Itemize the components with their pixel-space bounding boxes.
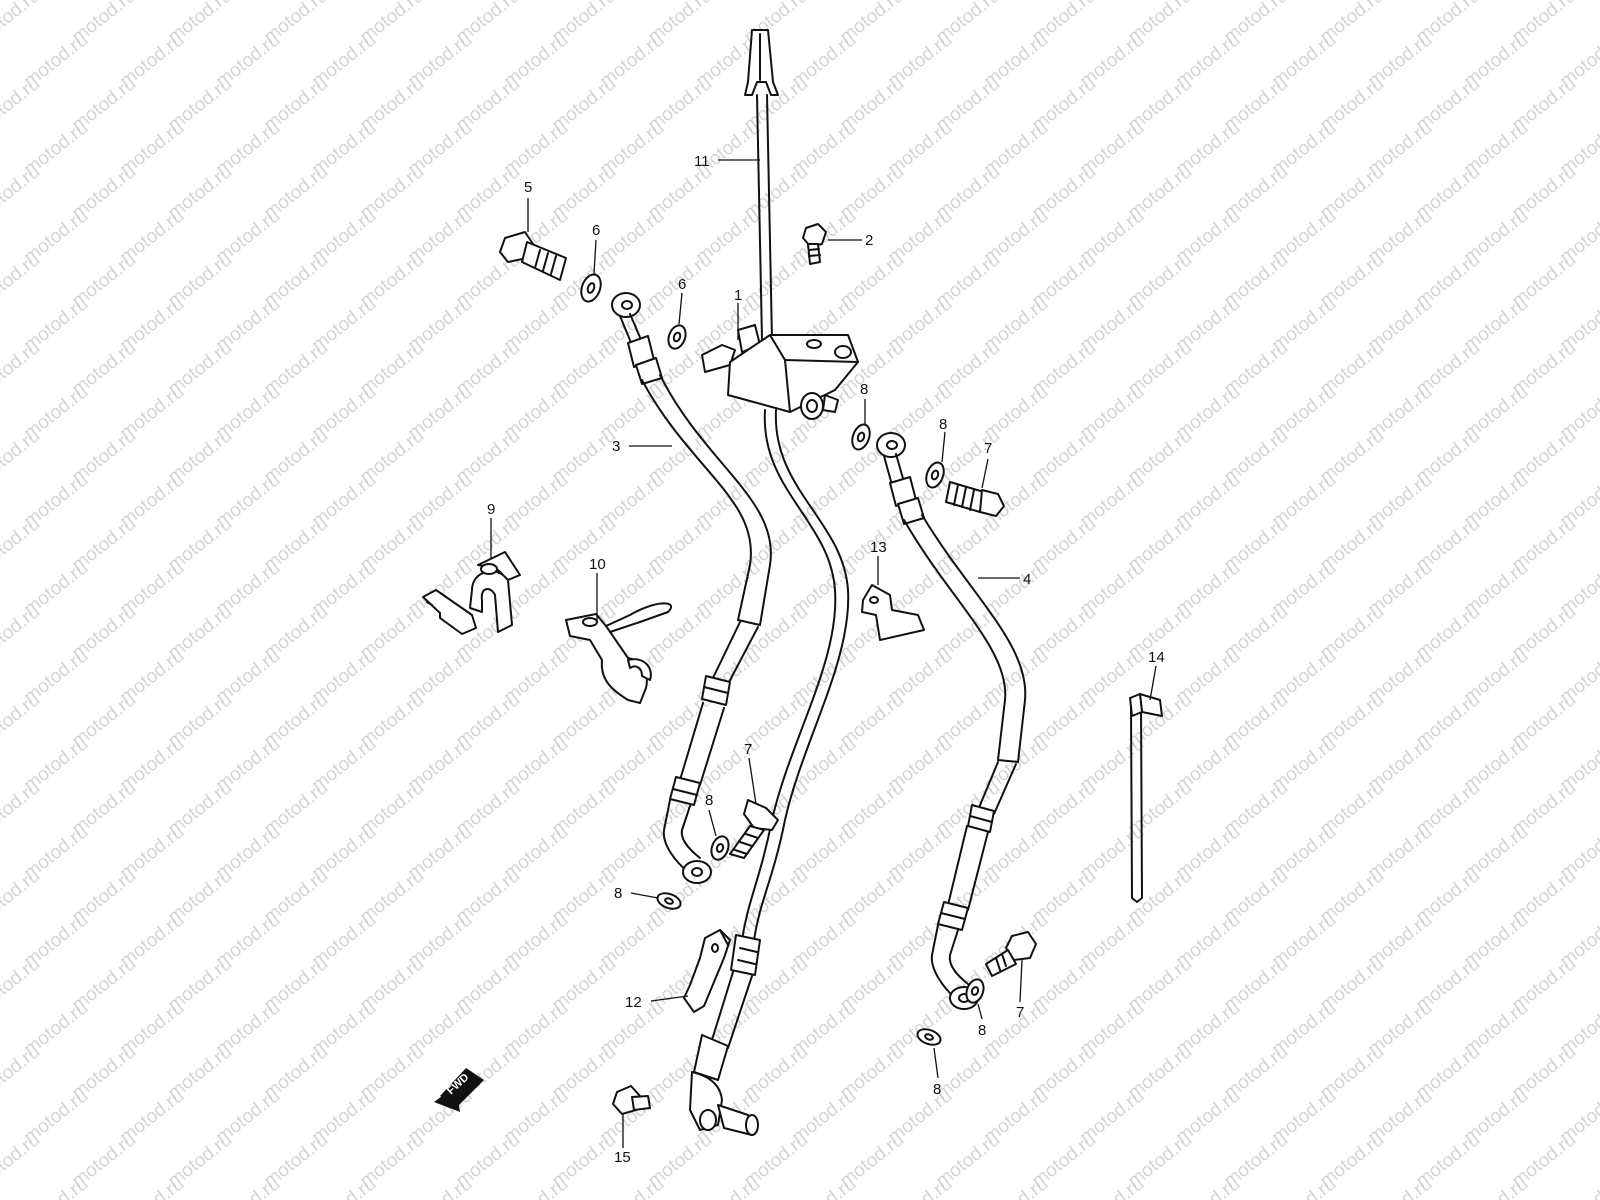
callout-8d: 8 (614, 885, 622, 902)
callout-9: 9 (487, 501, 495, 518)
callout-7c: 7 (1016, 1004, 1024, 1021)
washer-8-a (851, 423, 871, 451)
callout-6b: 6 (678, 276, 686, 293)
callout-1: 1 (734, 287, 742, 304)
watermark-text: motod.ru (0, 161, 44, 224)
leader-lines (490, 159, 1157, 1148)
watermark-text: motod.ru (788, 1173, 860, 1200)
bolt-7-a (945, 481, 1005, 517)
watermark-text: motod.ru (20, 1173, 92, 1200)
brake-hose-11 (689, 29, 850, 1136)
callout-8a: 8 (860, 381, 868, 398)
watermark-text: motod.ru (0, 0, 44, 48)
bolt-2 (802, 223, 827, 265)
callout-8b: 8 (939, 416, 947, 433)
cable-tie-14 (1129, 693, 1163, 903)
washer-8-e (965, 978, 985, 1004)
watermark-text: motod.ru (596, 1173, 668, 1200)
callout-15: 15 (614, 1149, 631, 1166)
washer-6-b (667, 324, 687, 350)
bolt-7-c (985, 931, 1037, 977)
watermark-text: motod.ru (1460, 1173, 1532, 1200)
watermark-text: motod.ru (1364, 1173, 1436, 1200)
washer-8-c (710, 835, 730, 861)
bracket-13 (861, 584, 925, 641)
watermark-text: motod.ru (0, 953, 44, 1016)
watermark-text: motod.ru (404, 1173, 476, 1200)
callout-13: 13 (870, 539, 887, 556)
bracket-12 (683, 929, 731, 1013)
callout-4: 4 (1023, 571, 1031, 588)
watermark-text: motod.ru (0, 689, 44, 752)
three-way-joint-1 (701, 324, 859, 420)
callout-6a: 6 (592, 222, 600, 239)
washer-8-d (656, 892, 682, 910)
watermark-text: motod.ru (308, 1173, 380, 1200)
watermark-text: motod.ru (0, 1041, 44, 1104)
callout-11: 11 (694, 153, 710, 170)
bolt-7-b (729, 799, 779, 859)
watermark-text: motod.ru (1268, 1173, 1340, 1200)
callout-3: 3 (612, 438, 620, 455)
washer-8-f (916, 1028, 942, 1046)
callout-labels: 5 6 6 1 2 11 3 8 8 7 9 10 13 4 14 7 8 8 … (487, 153, 1165, 1166)
union-bolt-5 (499, 231, 567, 281)
callout-5: 5 (524, 179, 532, 196)
bracket-10 (565, 602, 672, 704)
callout-7b: 7 (744, 741, 752, 758)
watermark-text: motod.ru (0, 425, 44, 488)
forward-direction-arrow: FWD (434, 1068, 484, 1112)
watermark-text: motod.ru (1076, 1173, 1148, 1200)
callout-8e: 8 (978, 1022, 986, 1039)
watermark-text: motod.ru (0, 249, 44, 312)
watermark-text: motod.ru (884, 1173, 956, 1200)
watermark-text: motod.ru (212, 1173, 284, 1200)
watermark-text: motod.ru (0, 337, 44, 400)
watermark-text: motod.ru (0, 1129, 44, 1192)
watermark-text: motod.ru (116, 1173, 188, 1200)
callout-10: 10 (589, 556, 606, 573)
callout-12: 12 (625, 994, 642, 1011)
watermark-text: motod.ru (1172, 1173, 1244, 1200)
callout-8f: 8 (933, 1081, 941, 1098)
callout-7a: 7 (984, 440, 992, 457)
watermark-text: motod.ru (500, 1173, 572, 1200)
clamp-9 (422, 551, 521, 635)
washer-6-a (580, 273, 602, 303)
watermark-text: motod.ru (692, 1173, 764, 1200)
brake-hose-3 (611, 292, 772, 884)
brake-hose-4 (876, 432, 1027, 1010)
callout-8c: 8 (705, 792, 713, 809)
watermark-text: motod.ru (1556, 1173, 1600, 1200)
callout-14: 14 (1148, 649, 1165, 666)
watermark-text: motod.ru (980, 1173, 1052, 1200)
watermark-text: motod.ru (0, 73, 44, 136)
washer-8-b (925, 461, 945, 489)
watermark-text: motod.ru (0, 601, 44, 664)
watermark-text: motod.ru (0, 513, 44, 576)
bolt-15 (612, 1085, 651, 1115)
watermark-text: motod.ru (0, 865, 44, 928)
watermark-text: motod.ru (0, 777, 44, 840)
callout-2: 2 (865, 232, 873, 249)
